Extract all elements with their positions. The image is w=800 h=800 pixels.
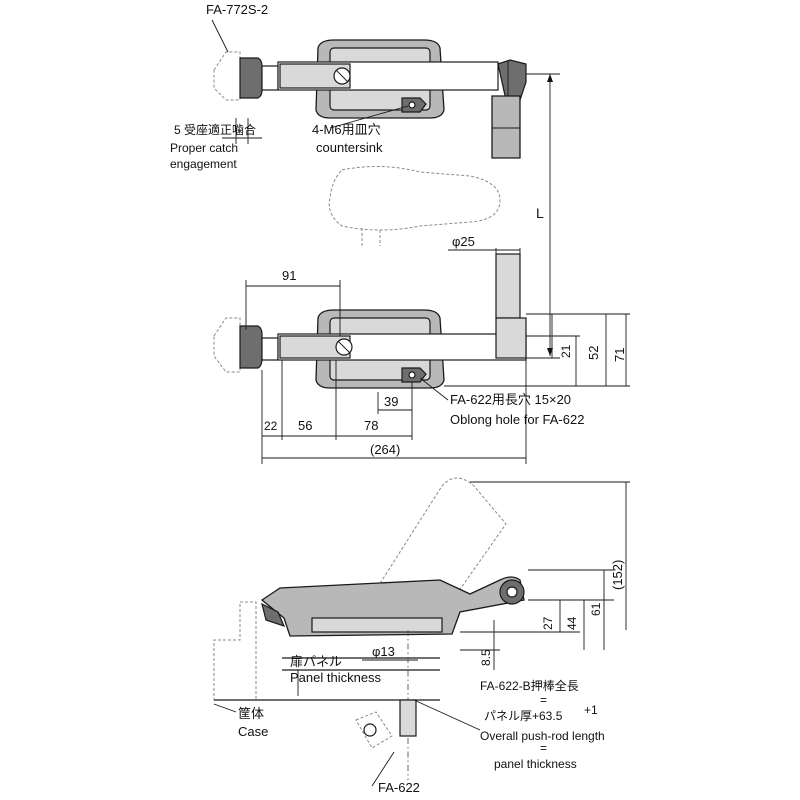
dim-152: (152) bbox=[610, 560, 625, 590]
dim-78: 78 bbox=[364, 418, 378, 433]
label-phi25: φ25 bbox=[452, 234, 475, 249]
label-case-jp: 筐体 bbox=[238, 706, 264, 721]
dim-44: 44 bbox=[565, 616, 579, 630]
dim-52: 52 bbox=[586, 346, 601, 360]
dim-39: 39 bbox=[384, 394, 398, 409]
dim-22: 22 bbox=[264, 419, 278, 433]
dim-91: 91 bbox=[282, 268, 296, 283]
label-panel-formula: パネル厚+63.5 bbox=[484, 709, 563, 723]
dim-71: 71 bbox=[612, 348, 627, 362]
label-fa772s2: FA-772S-2 bbox=[206, 2, 268, 17]
label-phi13: φ13 bbox=[372, 644, 395, 659]
dim-21: 21 bbox=[559, 344, 573, 358]
label-pushrod-en: Overall push-rod length bbox=[480, 729, 605, 743]
label-catch-en1: Proper catch bbox=[170, 141, 238, 155]
label-panel-en: Panel thickness bbox=[290, 670, 382, 685]
dim-264: (264) bbox=[370, 442, 400, 457]
ghost-open-handle bbox=[371, 477, 507, 613]
middle-view: φ25 21 52 71 91 bbox=[213, 234, 630, 464]
dim-56: 56 bbox=[298, 418, 312, 433]
dim-8-5: 8.5 bbox=[479, 649, 493, 666]
dim-L: L bbox=[536, 205, 544, 221]
ghost-handle bbox=[328, 165, 501, 231]
label-m6-en: countersink bbox=[316, 140, 383, 155]
label-panel-jp: 扉パネル bbox=[290, 654, 342, 669]
handle-knob bbox=[497, 59, 527, 101]
label-pushrod-jp: FA-622-B押棒全長 bbox=[480, 678, 579, 693]
label-panel-thk: panel thickness bbox=[494, 757, 577, 771]
dim-27: 27 bbox=[541, 616, 555, 630]
dim-61: 61 bbox=[589, 602, 603, 616]
label-case-en: Case bbox=[238, 724, 268, 739]
catch-part bbox=[213, 51, 279, 101]
top-view: L FA-772S-2 5 受座適正噛合 Proper catch engage… bbox=[170, 2, 560, 356]
label-tolerance: +1 bbox=[584, 703, 598, 717]
label-catch-en2: engagement bbox=[170, 157, 237, 171]
label-equals: = bbox=[540, 693, 547, 707]
label-fa622: FA-622 bbox=[378, 780, 420, 795]
label-equals2: = bbox=[540, 741, 547, 755]
label-m6-jp: 4-M6用皿穴 bbox=[312, 122, 381, 137]
label-oblong-jp: FA-622用長穴 15×20 bbox=[450, 392, 571, 407]
side-view: (152) 扉パネル Panel thickness φ13 27 44 61 bbox=[213, 477, 630, 795]
label-oblong-en: Oblong hole for FA-622 bbox=[450, 412, 584, 427]
label-catch-jp: 5 受座適正噛合 bbox=[174, 122, 256, 137]
